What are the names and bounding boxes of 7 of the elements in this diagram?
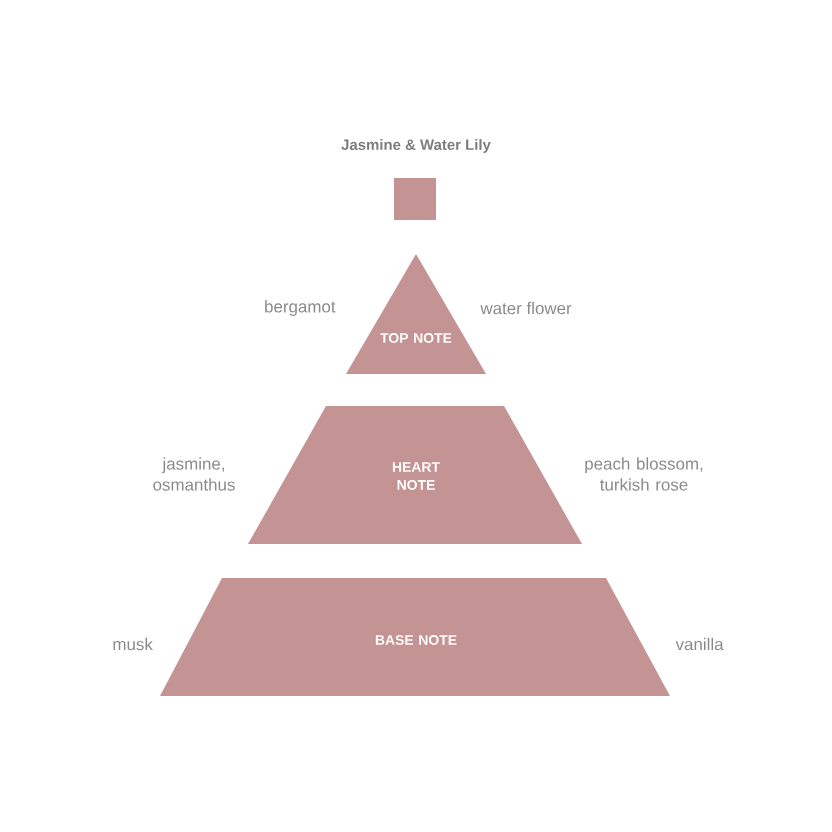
note-label: jasmine, osmanthus — [153, 457, 235, 491]
note-label: vanilla — [675, 637, 724, 651]
square — [394, 178, 436, 220]
note-label: peach blossom, turkish rose — [585, 457, 703, 491]
note-label: water flower — [480, 301, 572, 315]
note-label: musk — [113, 637, 153, 651]
note-label: bergamot — [265, 300, 336, 316]
